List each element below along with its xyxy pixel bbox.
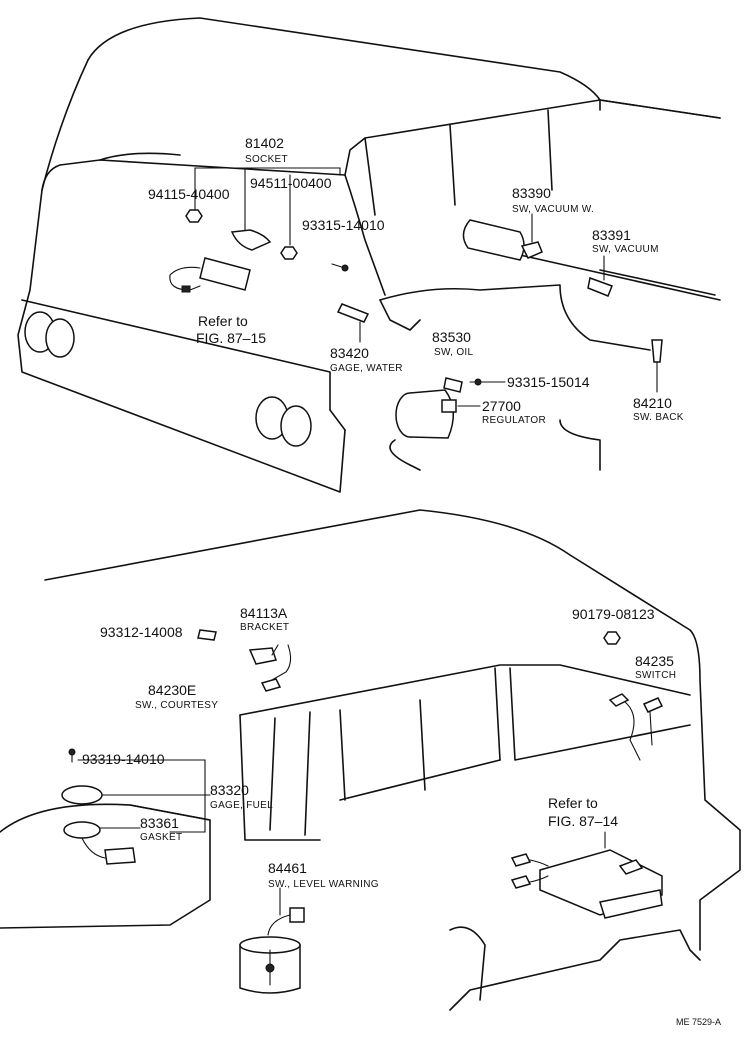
ecu-connector-c <box>618 859 644 875</box>
part-81402-group[interactable]: 81402 SOCKET 94115-40400 94511-00400 933… <box>148 135 385 346</box>
label-83420-name: GAGE, WATER <box>330 363 403 374</box>
ecu-group[interactable]: Refer to FIG. 87–14 <box>510 795 663 919</box>
lower-vehicle-outline <box>0 509 741 1011</box>
label-83320-name: GAGE, FUEL <box>210 800 273 811</box>
label-83361-num: 83361 <box>140 815 179 831</box>
label-84230E-num: 84230E <box>148 682 196 698</box>
fuel-connector <box>104 847 136 865</box>
label-83391-name: SW, VACUUM <box>592 244 659 255</box>
connector-84461 <box>289 907 305 923</box>
label-27700-name: REGULATOR <box>482 415 546 426</box>
label-93315a-num: 93315-14010 <box>302 217 385 233</box>
screw-93319 <box>68 748 76 756</box>
label-83530-name: SW, OIL <box>434 347 473 358</box>
label-83390-name: SW, VACUUM W. <box>512 204 594 215</box>
switch-83390 <box>520 241 543 259</box>
gasket-83361 <box>63 821 101 839</box>
part-83420-group[interactable]: 83420 GAGE, WATER <box>330 303 403 374</box>
switch-84210 <box>651 339 663 363</box>
label-93315b-num: 93315-15014 <box>507 374 590 390</box>
part-83530-group[interactable]: 83530 SW, OIL 93315-15014 <box>432 329 590 393</box>
socket-81402 <box>230 229 272 251</box>
label-90179-num: 90179-08123 <box>572 606 655 622</box>
part-84210-group[interactable]: 84210 SW. BACK <box>633 339 684 423</box>
ecu-connector-b <box>510 875 532 889</box>
ref-2-line2: FIG. 87–14 <box>548 813 618 829</box>
gage-83420 <box>336 303 370 323</box>
label-81402-num: 81402 <box>245 135 284 151</box>
part-93312-group[interactable]: 93312-14008 <box>100 624 217 641</box>
ref-2-line1: Refer to <box>548 795 598 811</box>
part-84235-group[interactable]: 84235 SWITCH <box>608 653 676 761</box>
switch-84235-a <box>608 693 630 707</box>
label-83420-num: 83420 <box>330 345 369 361</box>
nut-94115 <box>185 209 203 223</box>
nut-94511 <box>280 246 298 260</box>
part-83361-group[interactable]: 83361 GASKET <box>63 815 182 865</box>
lamp-bracket <box>199 257 251 291</box>
switch-83391 <box>587 276 613 297</box>
part-84461-group[interactable]: 84461 SW., LEVEL WARNING <box>239 860 379 994</box>
label-83320-num: 83320 <box>210 782 249 798</box>
switch-84235-b <box>642 697 664 713</box>
screw-93312 <box>197 629 217 641</box>
bolt-93315a <box>341 264 349 272</box>
label-84210-num: 84210 <box>633 395 672 411</box>
label-83390-num: 83390 <box>512 185 551 201</box>
label-84230E-name: SW., COURTESY <box>135 700 218 711</box>
nut-90179 <box>603 631 621 645</box>
label-81402-name: SOCKET <box>245 154 288 165</box>
figure-code: ME 7529-A <box>676 1017 721 1027</box>
label-84235-name: SWITCH <box>635 670 676 681</box>
label-93312-num: 93312-14008 <box>100 624 183 640</box>
ecu-connector-a <box>510 853 532 867</box>
upper-vehicle-outline <box>17 17 721 493</box>
label-83361-name: GASKET <box>140 832 182 843</box>
part-84230E-group[interactable]: 84230E SW., COURTESY <box>135 644 292 711</box>
part-83390-group[interactable]: 83390 SW, VACUUM W. <box>462 185 594 261</box>
label-84210-name: SW. BACK <box>633 412 684 423</box>
ref-1-line1: Refer to <box>198 313 248 329</box>
label-83391-num: 83391 <box>592 227 631 243</box>
part-84113A-group[interactable]: 84113A BRACKET <box>240 605 289 665</box>
label-84113A-name: BRACKET <box>240 622 289 633</box>
label-84461-name: SW., LEVEL WARNING <box>268 879 379 890</box>
label-84235-num: 84235 <box>635 653 674 669</box>
upper-headlamps <box>24 311 312 447</box>
switch-83530 <box>443 377 463 393</box>
part-27700-group[interactable]: 27700 REGULATOR <box>395 389 546 439</box>
part-83391-group[interactable]: 83391 SW, VACUUM <box>587 227 659 297</box>
ref-1-line2: FIG. 87–15 <box>196 330 266 346</box>
vacuum-canister <box>462 219 525 261</box>
bracket-84113A <box>248 647 277 665</box>
part-90179-group[interactable]: 90179-08123 <box>572 606 655 645</box>
part-93319-group[interactable]: 93319-14010 <box>68 748 206 833</box>
label-83530-num: 83530 <box>432 329 471 345</box>
label-27700-num: 27700 <box>482 398 521 414</box>
label-94115-num: 94115-40400 <box>148 186 230 202</box>
label-94511-num: 94511-00400 <box>250 175 332 191</box>
part-83320-group[interactable]: 83320 GAGE, FUEL <box>61 782 273 811</box>
switch-84230E <box>260 678 282 692</box>
label-84113A-num: 84113A <box>240 605 288 621</box>
label-84461-num: 84461 <box>268 860 307 876</box>
label-93319-num: 93319-14010 <box>82 751 165 767</box>
fuel-sender-83320 <box>61 785 103 805</box>
